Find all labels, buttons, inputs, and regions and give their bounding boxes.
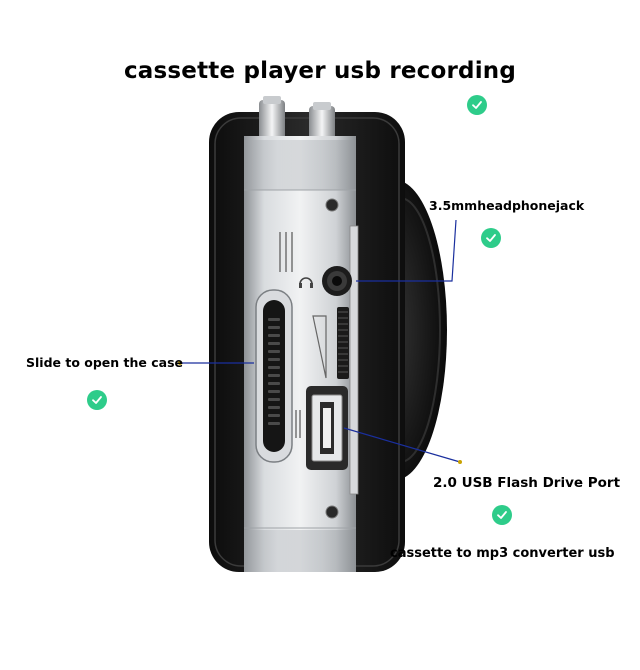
volume-wheel <box>337 307 349 379</box>
top-knob-right <box>309 106 335 144</box>
check-icon <box>467 95 487 115</box>
pointer-usb <box>343 427 461 463</box>
callout-pointers <box>180 219 461 463</box>
open-marking <box>279 232 293 272</box>
check-icon <box>492 505 512 525</box>
top-knob-left <box>259 100 285 144</box>
check-icon <box>87 390 107 410</box>
label-converter: cassette to mp3 converter usb <box>390 546 615 561</box>
label-headphone-jack: 3.5mmheadphonejack <box>429 198 585 213</box>
label-slide-open: Slide to open the case <box>26 355 183 370</box>
usb-marking <box>295 410 301 438</box>
screw-bottom <box>325 505 339 519</box>
check-icon <box>481 228 501 248</box>
headphone-icon <box>299 277 313 288</box>
pointer-headphone <box>356 219 457 282</box>
label-usb-port: 2.0 USB Flash Drive Port <box>433 475 621 491</box>
volume-wedge-marking <box>312 315 327 379</box>
screw-top <box>325 198 339 212</box>
page-title: cassette player usb recording <box>123 58 517 84</box>
